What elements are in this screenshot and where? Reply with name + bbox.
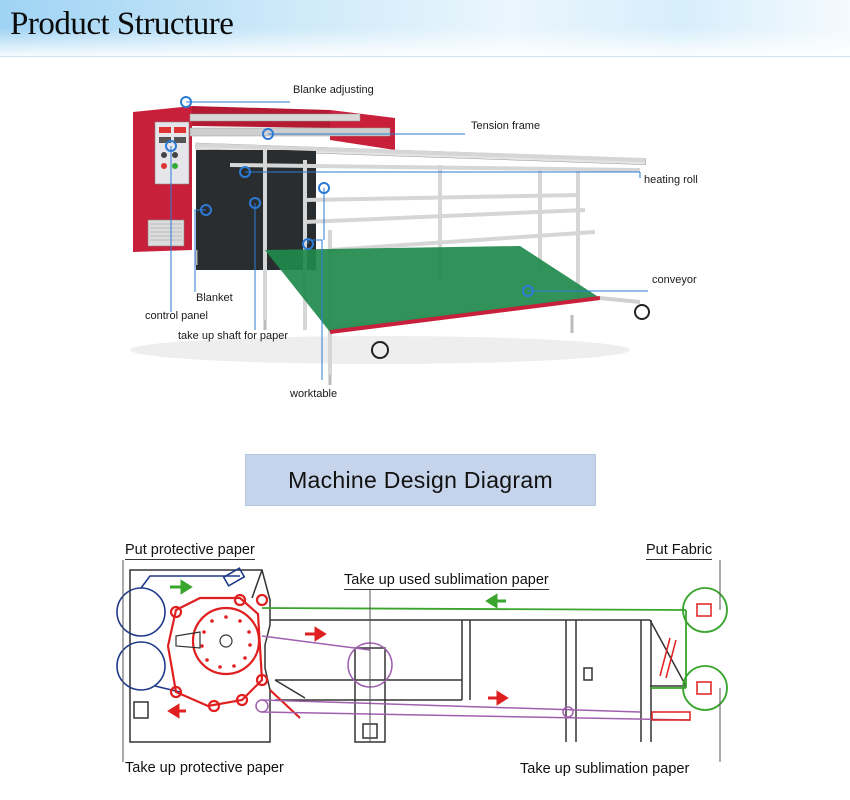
label-put-fabric: Put Fabric — [646, 542, 713, 560]
header-banner: Product Structure — [0, 0, 850, 57]
sublimation-path — [255, 635, 691, 721]
label-guide-lines — [122, 560, 721, 762]
diagram-title: Machine Design Diagram — [288, 466, 553, 493]
page-title: Product Structure — [10, 6, 234, 42]
callout-take-up-shaft: take up shaft for paper — [178, 330, 289, 342]
machine-enclosure — [129, 569, 271, 743]
callout-blanket-adjusting: Blanke adjusting — [293, 84, 374, 96]
drum-bolts — [200, 615, 252, 669]
control-panel-box — [154, 121, 190, 185]
drum-hub — [219, 634, 233, 648]
protective-paper-rolls — [116, 567, 246, 693]
label-take-up-sublimation: Take up sublimation paper — [520, 761, 690, 777]
heating-drum-schematic — [166, 593, 301, 719]
floor-shadow — [130, 336, 630, 364]
banner-wave-decoration — [0, 28, 850, 56]
label-take-up-protective: Take up protective paper — [125, 760, 284, 776]
callout-heating-roll: heating roll — [644, 174, 698, 186]
flow-arrows — [167, 579, 509, 719]
fabric-path — [261, 587, 728, 711]
callout-tension-frame: Tension frame — [471, 120, 541, 132]
machine-frame — [270, 619, 687, 743]
right-rollers — [651, 603, 712, 721]
drum-handle — [175, 631, 201, 649]
callout-control-panel: control panel — [145, 310, 208, 322]
callout-markers — [165, 96, 534, 297]
hand-wheels — [371, 304, 650, 359]
callout-worktable: worktable — [290, 388, 338, 400]
callout-lines — [170, 101, 648, 380]
diagram-title-box: Machine Design Diagram — [245, 454, 596, 506]
label-put-protective-paper: Put protective paper — [125, 542, 255, 560]
label-take-up-used-sublimation: Take up used sublimation paper — [344, 572, 549, 590]
callout-conveyor: conveyor — [652, 274, 697, 286]
machine-photo — [130, 96, 650, 385]
callout-blanket: Blanket — [196, 292, 233, 304]
conveyor-belt — [265, 246, 600, 332]
